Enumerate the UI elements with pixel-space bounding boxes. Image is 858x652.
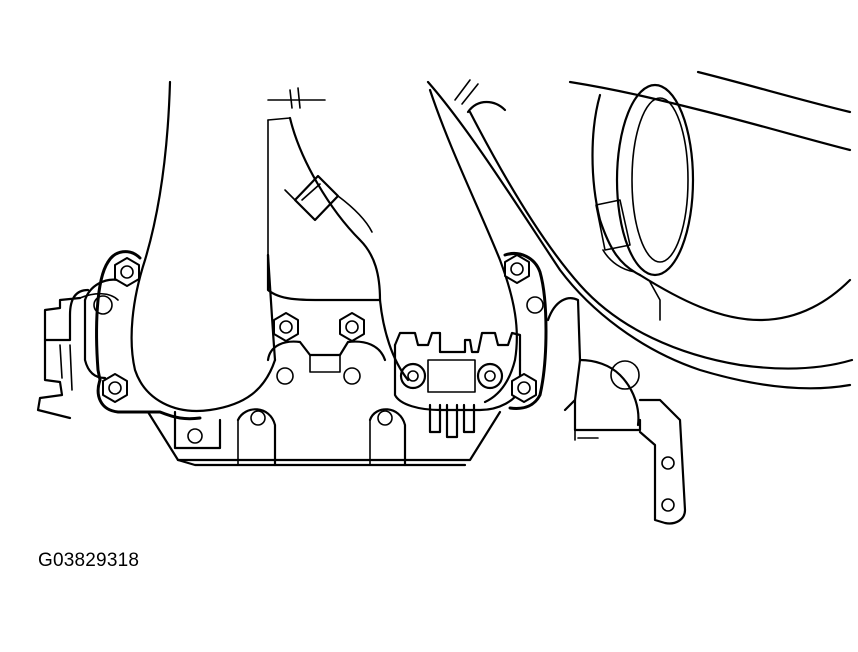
bolt-upper-left (114, 257, 140, 287)
air-duct (568, 70, 852, 322)
manifold-flange (83, 250, 548, 467)
bolt-center-left (273, 312, 299, 342)
right-bracket (546, 297, 687, 525)
bolt-lower-left (102, 373, 128, 403)
bolt-lower-right (511, 373, 537, 403)
left-runner (130, 80, 277, 412)
left-actuator (36, 288, 119, 420)
bolt-upper-right (504, 254, 530, 284)
right-runner (378, 88, 518, 404)
bolt-center-right (339, 312, 365, 342)
flange-bolts (102, 254, 544, 403)
sensor-connector (393, 331, 522, 439)
figure-code-label: G03829318 (38, 550, 140, 571)
hose-assembly (426, 79, 854, 390)
center-runner (266, 87, 382, 302)
